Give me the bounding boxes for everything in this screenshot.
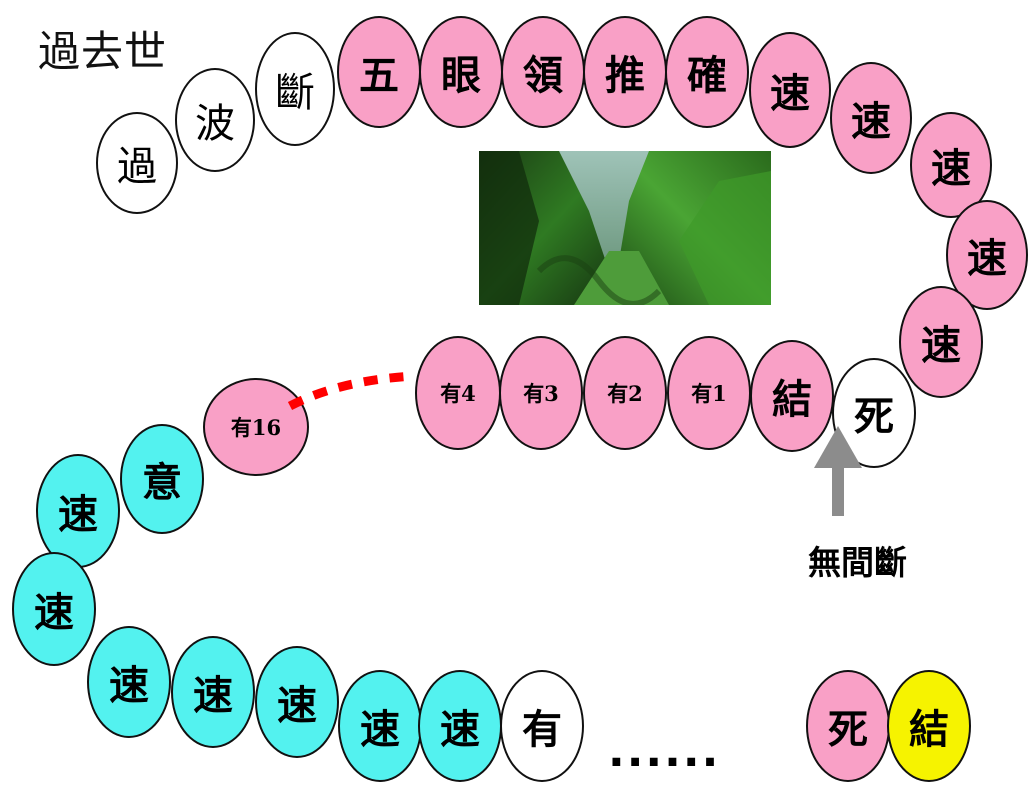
node-jie: 結 xyxy=(750,340,834,452)
node-duan: 斷 xyxy=(255,32,335,146)
node-que: 確 xyxy=(665,16,749,128)
node-ling: 領 xyxy=(501,16,585,128)
dotted-connector xyxy=(287,371,416,410)
node-su-top-2: 速 xyxy=(830,62,912,174)
node-yan: 眼 xyxy=(419,16,503,128)
node-su-bottom-3: 速 xyxy=(87,626,171,738)
node-you-3: 有3 xyxy=(499,336,583,450)
node-tui: 推 xyxy=(583,16,667,128)
node-su-top-5: 速 xyxy=(899,286,983,398)
node-you-2: 有2 xyxy=(583,336,667,450)
node-su-top-1: 速 xyxy=(749,32,831,148)
node-you-16: 有16 xyxy=(203,378,309,476)
node-you-bottom: 有 xyxy=(500,670,584,782)
node-yi: 意 xyxy=(120,424,204,534)
node-su-bottom-2: 速 xyxy=(12,552,96,666)
arrow-label: 無間斷 xyxy=(808,543,907,582)
node-si-bottom: 死 xyxy=(806,670,890,782)
ellipsis: ...... xyxy=(608,726,721,777)
node-su-top-4: 速 xyxy=(946,200,1028,310)
up-arrow-icon xyxy=(814,426,862,516)
node-su-bottom-5: 速 xyxy=(255,646,339,758)
valley-photo xyxy=(479,151,771,305)
node-jie-bottom: 結 xyxy=(887,670,971,782)
node-si: 死 xyxy=(832,358,916,468)
node-guo: 過 xyxy=(96,112,178,214)
node-su-bottom-6: 速 xyxy=(338,670,422,782)
node-su-bottom-1: 速 xyxy=(36,454,120,568)
node-su-bottom-4: 速 xyxy=(171,636,255,748)
node-wu: 五 xyxy=(337,16,421,128)
diagram-title: 過去世 xyxy=(38,27,168,76)
node-you-1: 有1 xyxy=(667,336,751,450)
node-you-4: 有4 xyxy=(415,336,501,450)
node-su-bottom-7: 速 xyxy=(418,670,502,782)
node-bo: 波 xyxy=(175,68,255,172)
node-su-top-3: 速 xyxy=(910,112,992,218)
